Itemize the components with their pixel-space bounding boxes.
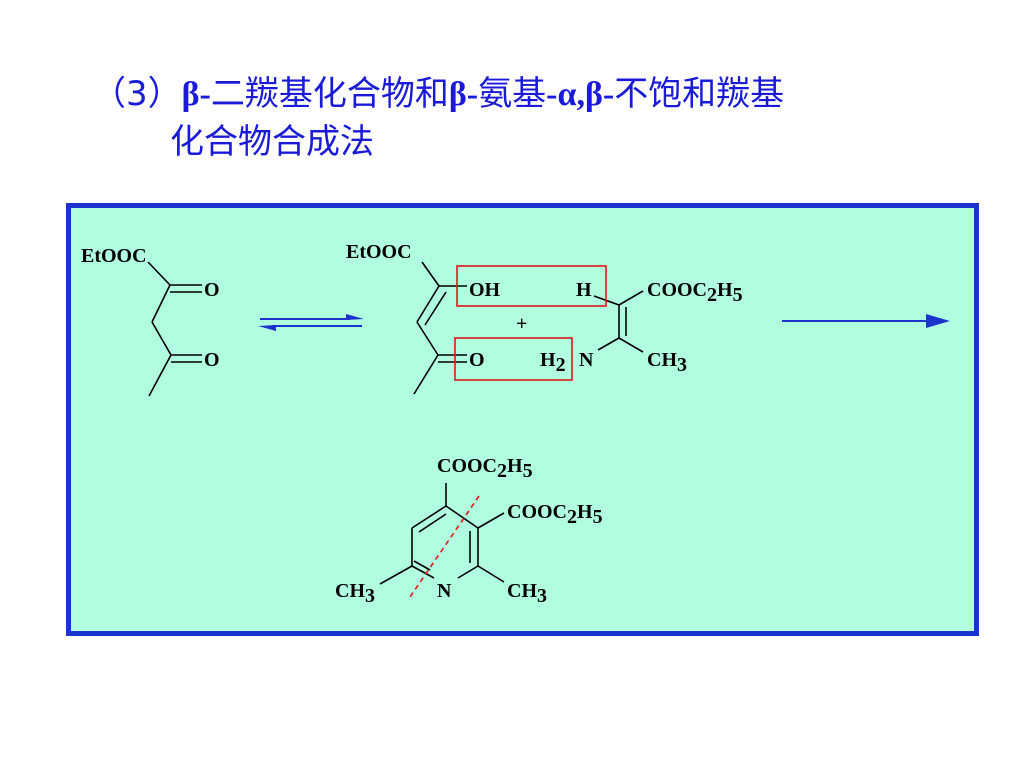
- title-text-2: 氨基: [478, 74, 547, 114]
- reactant-etooc-label: EtOOC: [81, 245, 147, 267]
- title-text-3: 不饱和羰基: [614, 74, 785, 114]
- enamine-bonds: [593, 290, 644, 353]
- product-ch3-right-label: CH3: [507, 580, 547, 607]
- product-bonds: [379, 483, 505, 585]
- reactant-o1-label: O: [204, 279, 220, 301]
- highlight-box-oh-h: [456, 265, 607, 307]
- highlight-boxes: [454, 265, 607, 381]
- title-beta-2: β-: [448, 76, 479, 113]
- product-ester-top-label: COOC2H5: [437, 455, 533, 482]
- product-ch3-left-label: CH3: [335, 580, 375, 607]
- product-ester-right-label: COOC2H5: [507, 501, 603, 528]
- enamine-ch3-label: CH3: [647, 349, 687, 376]
- disconnection-line: [409, 495, 480, 598]
- plus-sign: +: [516, 313, 527, 335]
- enol-bonds: [413, 261, 467, 395]
- slide-title-line2: 化合物合成法: [170, 122, 374, 162]
- product-n-label: N: [437, 580, 452, 602]
- highlight-box-o-h2n: [454, 337, 573, 381]
- enol-oh-label: OH: [469, 279, 501, 301]
- reaction-scheme-panel: [66, 203, 979, 636]
- enol-o-label: O: [469, 349, 485, 371]
- enol-etooc-label: EtOOC: [346, 241, 412, 263]
- title-text-1: 二羰基化合物和: [210, 74, 449, 114]
- title-number: （3）: [92, 74, 182, 114]
- enamine-ester-label: COOC2H5: [647, 279, 743, 306]
- enamine-h-label: H: [576, 279, 592, 301]
- enamine-h2-label: H2: [540, 349, 566, 376]
- title-beta-1: β-: [181, 76, 211, 113]
- equilibrium-arrow: [258, 314, 364, 331]
- reactant-o2-label: O: [204, 349, 220, 371]
- title-alpha-beta: -α,β-: [546, 76, 615, 113]
- reaction-arrow: [782, 314, 950, 328]
- reactant-bonds: [147, 261, 202, 397]
- slide-title-line1: （3）β-二羰基化合物和β-氨基-α,β-不饱和羰基: [92, 74, 784, 115]
- enamine-n-label: N: [579, 349, 594, 371]
